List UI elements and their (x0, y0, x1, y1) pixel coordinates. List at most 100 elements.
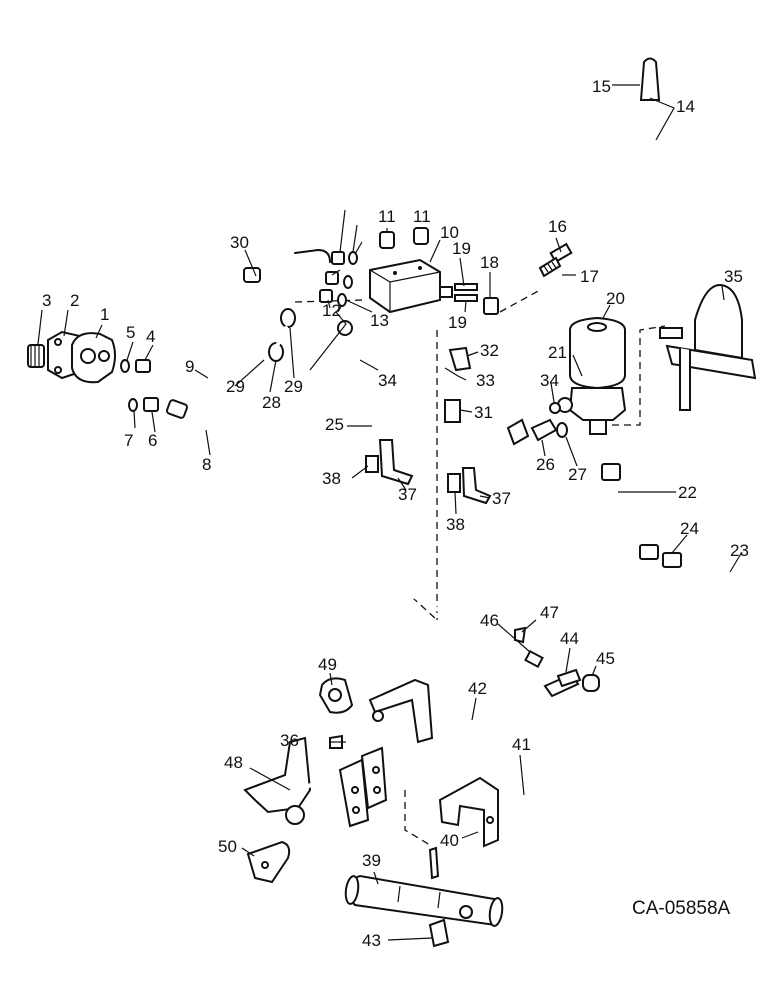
oil-filter (557, 316, 627, 435)
fitting-43-b (459, 905, 473, 919)
lever-48-mid-b (360, 746, 388, 810)
clamp-29-b (268, 342, 284, 362)
plate-18 (483, 297, 499, 315)
bracket-40 (438, 776, 499, 848)
plug-11-a (379, 231, 395, 249)
shift-cover (659, 283, 757, 411)
cover-post (679, 348, 691, 411)
callout-25: 25 (325, 415, 344, 434)
callout-13: 13 (370, 311, 389, 330)
callout-40: 40 (440, 831, 459, 850)
pump-assembly (27, 330, 116, 384)
callout-4-left: 4 (146, 327, 155, 346)
pump-fittings (120, 359, 159, 412)
linkage-pins (454, 283, 499, 315)
callout-32: 32 (480, 341, 499, 360)
callout-41: 41 (512, 735, 531, 754)
callout-28: 28 (262, 393, 281, 412)
callout-19-b: 19 (448, 313, 467, 332)
arm-48-right (368, 678, 434, 744)
clip-38-b (447, 473, 461, 493)
line-clamps (365, 346, 492, 505)
shift-lever (538, 57, 661, 278)
swivel-44 (556, 668, 582, 688)
callout-15: 15 (592, 77, 611, 96)
callout-26: 26 (536, 455, 555, 474)
callout-23: 23 (730, 541, 749, 560)
callout-27: 27 (568, 465, 587, 484)
filter-element-20 (569, 316, 626, 390)
callout-46: 46 (480, 611, 499, 630)
pump-gear (27, 344, 45, 368)
dashed-line-rod (411, 596, 438, 621)
rod-46-end (524, 649, 544, 669)
callout-11-b: 11 (413, 207, 431, 226)
callout-50: 50 (218, 837, 237, 856)
callout-16: 16 (548, 217, 567, 236)
clip-32 (448, 346, 472, 372)
elbow-26 (530, 418, 558, 442)
o-ring-34 (549, 402, 561, 414)
valve-body (369, 258, 441, 314)
dashed-line-cover (612, 325, 666, 426)
arm-48-left (243, 736, 312, 814)
cylinder (344, 846, 504, 948)
callout-37-a: 37 (398, 485, 417, 504)
callout-1: 1 (100, 305, 109, 324)
cover-tab (659, 327, 683, 339)
support-bracket (438, 776, 537, 848)
cover-dome (694, 283, 743, 360)
return-line (601, 463, 747, 592)
callout-42: 42 (468, 679, 487, 698)
callout-14: 14 (676, 97, 695, 116)
cross-shaft (243, 677, 437, 884)
filter-head-21 (568, 387, 627, 421)
callout-35: 35 (724, 267, 743, 286)
line-22-nut (601, 463, 621, 481)
callout-38-b: 38 (446, 515, 465, 534)
bracket-37-b (461, 467, 492, 505)
line-22-end (639, 544, 659, 560)
callout-2: 2 (70, 291, 79, 310)
hose-clamps (268, 308, 296, 362)
callout-22: 22 (678, 483, 697, 502)
callout-33: 33 (476, 371, 495, 390)
callout-30: 30 (230, 233, 249, 252)
fitting-12-lower (337, 320, 353, 336)
bleed-screw (428, 846, 440, 880)
cylinder-39 (347, 874, 503, 927)
filter-fittings (506, 402, 568, 446)
callout-37-b: 37 (492, 489, 511, 508)
clip-31 (444, 399, 461, 423)
callout-38-a: 38 (322, 469, 341, 488)
callout-36: 36 (280, 731, 299, 750)
callout-24: 24 (680, 519, 699, 538)
o-ring-5 (120, 359, 130, 373)
callout-8: 8 (202, 455, 211, 474)
o-ring-5-mid (343, 275, 353, 289)
fitting-4-mid (325, 271, 339, 285)
callout-31: 31 (474, 403, 493, 422)
tube-8-nut (165, 399, 189, 419)
cap-45 (582, 674, 600, 692)
callout-21: 21 (548, 343, 567, 362)
bracket-37-a (378, 439, 414, 486)
callout-labels: 1 2 3 4 5 6 7 8 9 10 11 11 12 13 14 15 1… (42, 77, 749, 950)
callout-10: 10 (440, 223, 459, 242)
control-valve (319, 227, 453, 336)
pin-19-a (454, 283, 478, 291)
callout-47: 47 (540, 603, 559, 622)
clamp-29-a (280, 308, 296, 328)
callout-39: 39 (362, 851, 381, 870)
linkage-rods (383, 583, 600, 747)
filter-outlet (589, 419, 607, 435)
callout-29-b: 29 (284, 377, 303, 396)
fitting-24 (662, 552, 682, 568)
clip-38-a (365, 455, 379, 473)
callout-17: 17 (580, 267, 599, 286)
callout-18: 18 (480, 253, 499, 272)
fitting-6 (143, 397, 159, 412)
callout-45: 45 (596, 649, 615, 668)
